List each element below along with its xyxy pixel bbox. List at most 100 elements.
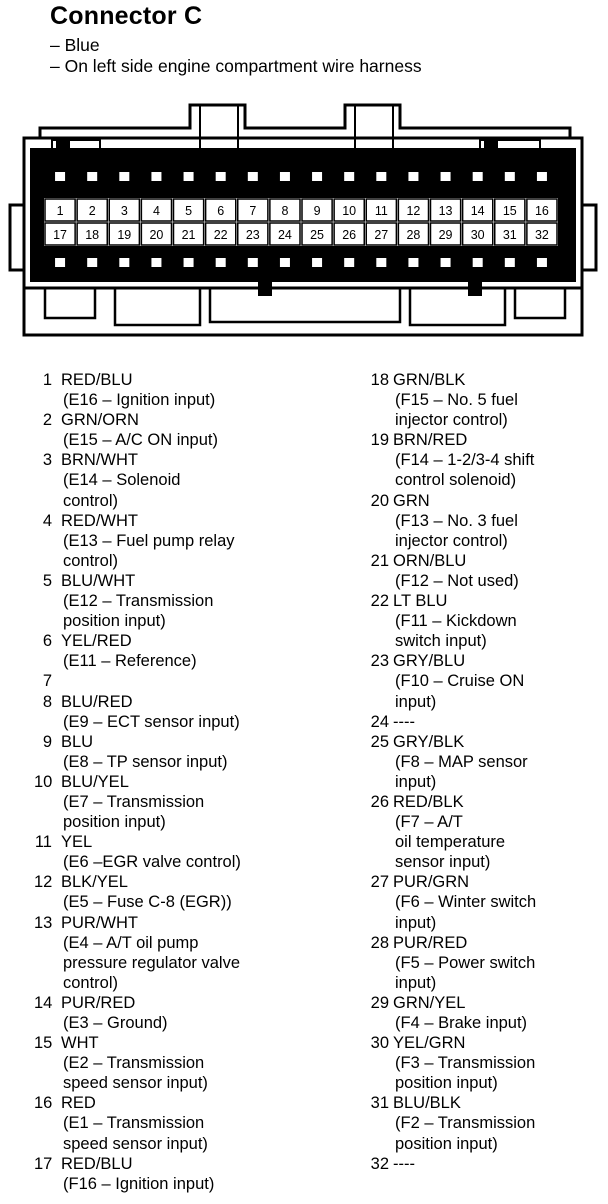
pin-number: 20: [370, 491, 389, 510]
pin-cell-number: 3: [121, 204, 128, 218]
pin-number: 16: [34, 1094, 53, 1113]
pin-number: 26: [370, 792, 389, 811]
pin-function: (E7 – Transmission: [63, 792, 205, 811]
pin-number: 22: [370, 592, 389, 611]
wire-color: ----: [393, 712, 415, 731]
pin-function: (F8 – MAP sensor: [395, 752, 528, 771]
pin-cell: 2: [76, 198, 108, 222]
key-notch-top-left: [56, 140, 70, 152]
pin-cell: 31: [494, 222, 526, 246]
pin-function: (F6 – Winter switch: [395, 893, 537, 912]
connector-color-note: – Blue: [50, 35, 100, 55]
pin-terminal-slot: [215, 258, 226, 267]
pin-terminal-slot: [536, 258, 547, 267]
pin-number: 3: [42, 451, 52, 470]
pin-number: 11: [34, 833, 52, 852]
pin-cell-box: [140, 222, 173, 246]
pin-function: position input): [395, 1134, 498, 1153]
pin-cell-box: [333, 222, 365, 246]
pin-cell-box: [172, 198, 205, 222]
wire-color: BLU/RED: [61, 692, 133, 711]
pin-cell-number: 26: [342, 228, 356, 242]
pin-number: 19: [370, 431, 389, 450]
pin-terminal-slot: [279, 258, 290, 267]
wire-color: BLU/WHT: [61, 571, 136, 590]
pin-cell: 20: [140, 222, 173, 246]
pin-cell: 29: [429, 222, 462, 246]
pin-terminal-slot: [312, 258, 323, 267]
pin-cell-number: 24: [278, 228, 292, 242]
pin-cell-number: 16: [535, 204, 549, 218]
pin-cell-box: [237, 198, 269, 222]
wire-color: BLU/BLK: [393, 1094, 461, 1113]
pin-terminal-slot: [408, 258, 419, 267]
wire-color: RED/BLU: [61, 1154, 133, 1173]
pin-terminal-slot: [536, 172, 547, 181]
pin-function: (E4 – A/T oil pump: [63, 933, 199, 952]
wire-color: PUR/RED: [393, 933, 468, 952]
pin-function: input): [395, 692, 437, 711]
pin-cell-number: 11: [375, 204, 388, 218]
pin-number: 2: [42, 411, 52, 430]
wire-color: BLU/YEL: [61, 772, 129, 791]
pin-number: 25: [370, 732, 389, 751]
pin-cell-number: 27: [374, 228, 388, 242]
pin-cell-number: 7: [249, 204, 256, 218]
pin-cell-box: [429, 198, 462, 222]
pin-cell-box: [76, 222, 108, 246]
pin-cell-number: 13: [439, 204, 453, 218]
pin-terminal-slot: [151, 172, 162, 181]
wire-color: ----: [393, 1154, 415, 1173]
pin-cell-box: [108, 222, 141, 246]
pin-function: switch input): [395, 632, 487, 651]
pin-cell-number: 9: [314, 204, 321, 218]
pin-terminal-slot: [247, 172, 258, 181]
pin-function: oil temperature: [395, 833, 506, 852]
pin-function: (E1 – Transmission: [63, 1114, 205, 1133]
pin-cell-number: 22: [214, 228, 228, 242]
pin-cell-box: [140, 198, 173, 222]
pin-cell-number: 5: [185, 204, 192, 218]
pin-cell-box: [494, 198, 526, 222]
wire-color: WHT: [61, 1034, 99, 1053]
pin-function: (E6 –EGR valve control): [63, 853, 241, 872]
wire-color: GRY/BLU: [393, 652, 466, 671]
pin-function: (E14 – Solenoid: [63, 471, 181, 490]
pin-terminal-slot: [87, 258, 98, 267]
pin-cell: 7: [237, 198, 269, 222]
pin-number: 8: [42, 692, 52, 711]
pin-function: input): [395, 973, 437, 992]
wire-color: LT BLU: [393, 592, 448, 611]
pin-terminal-slot: [472, 172, 483, 181]
wire-color: GRY/BLK: [393, 732, 465, 751]
pin-function: speed sensor input): [63, 1134, 208, 1153]
pin-cell-box: [237, 222, 269, 246]
pin-function: speed sensor input): [63, 1074, 208, 1093]
pin-cell-box: [397, 198, 430, 222]
pin-function: (E2 – Transmission: [63, 1054, 205, 1073]
wire-color: ORN/BLU: [393, 551, 467, 570]
pin-cell-box: [461, 198, 494, 222]
pin-cell-box: [429, 222, 462, 246]
pin-function: (E11 – Reference): [63, 652, 197, 671]
pin-terminal-slot: [440, 258, 451, 267]
pin-cell-box: [301, 198, 333, 222]
pin-cell-box: [301, 222, 333, 246]
pin-cell-box: [397, 222, 430, 246]
pin-cell-box: [461, 222, 494, 246]
pin-function: (F14 – 1-2/3-4 shift: [395, 451, 535, 470]
pin-number: 23: [370, 652, 389, 671]
pin-number: 12: [34, 873, 53, 892]
wire-color: BRN/RED: [393, 431, 468, 450]
pin-cell-number: 28: [406, 228, 420, 242]
pin-function: control): [63, 491, 119, 510]
pin-cell-box: [269, 198, 301, 222]
